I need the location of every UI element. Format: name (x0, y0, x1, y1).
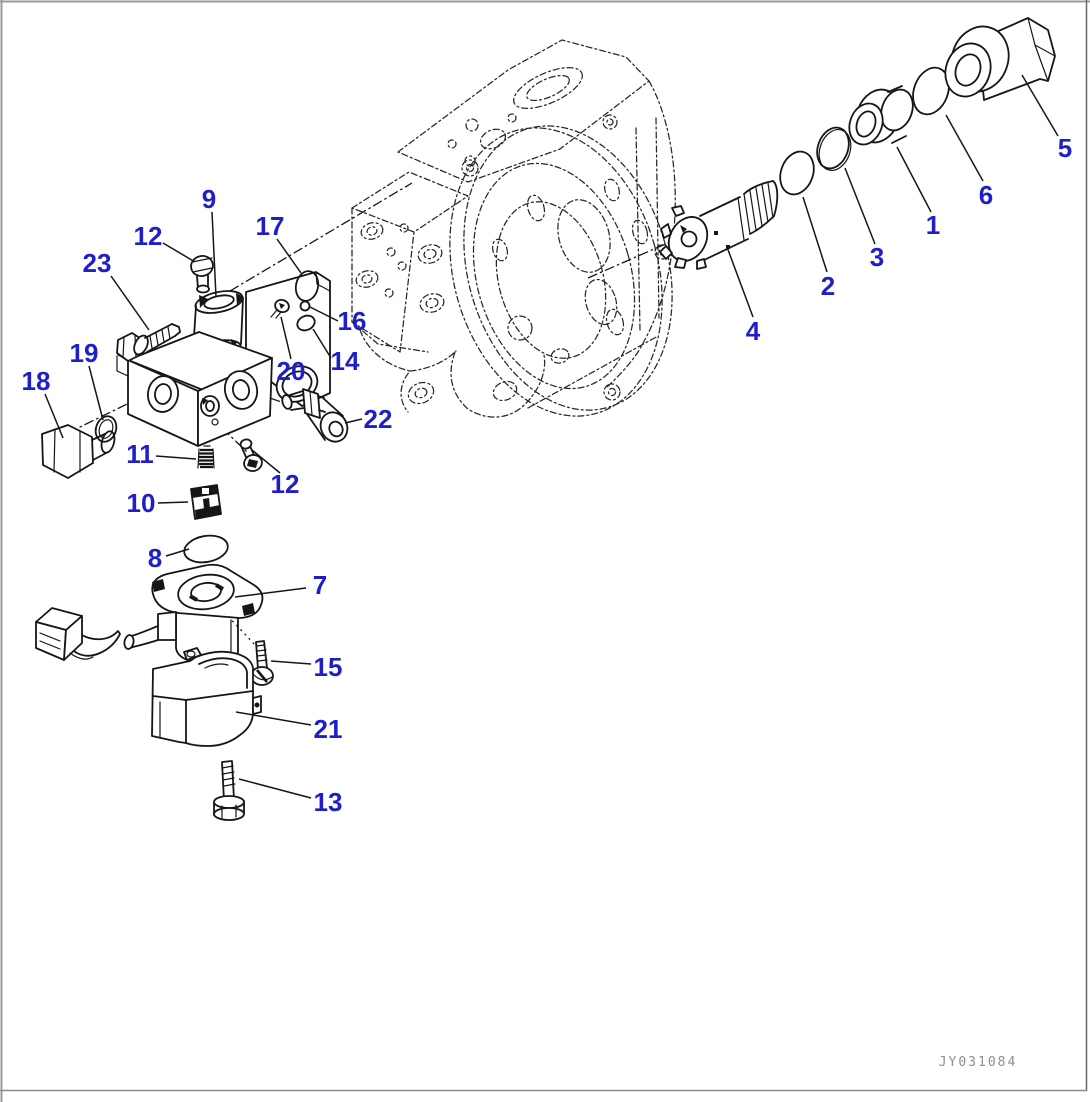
part-7-solenoid-valve (35, 563, 264, 664)
callout-18-part-4: 4 (746, 316, 761, 346)
part-17-o-ring (294, 270, 320, 302)
callout-21-part-1: 1 (926, 210, 940, 240)
leader-line-8-part-18 (44, 393, 64, 439)
part-19-o-ring (94, 415, 118, 443)
callout-16-part-21: 21 (314, 714, 343, 744)
callout-2-part-17: 17 (256, 211, 285, 241)
leader-line-17-part-13 (238, 778, 312, 799)
valve-body (116, 271, 331, 447)
leader-line-21-part-1 (896, 146, 932, 213)
leader-line-15-part-15 (270, 660, 312, 665)
leader-line-20-part-3 (844, 167, 876, 245)
part-23-bolt (116, 323, 181, 362)
part-21-cover (151, 647, 262, 747)
callout-19-part-2: 2 (821, 271, 835, 301)
leader-line-9-part-22 (344, 418, 363, 424)
callout-0-part-12: 12 (134, 221, 163, 251)
part-10-spool (190, 484, 222, 520)
callout-1-part-9: 9 (202, 184, 216, 214)
leader-line-0-part-12 (162, 242, 196, 263)
callout-20-part-3: 3 (870, 242, 884, 272)
drawing-code-stamp: JY031084 (939, 1055, 1018, 1070)
part-18-plug (41, 424, 116, 479)
callout-22-part-6: 6 (979, 180, 993, 210)
callout-17-part-13: 13 (314, 787, 343, 817)
leader-line-5-part-14 (312, 328, 332, 359)
callout-9-part-22: 22 (364, 404, 393, 434)
leader-line-16-part-21 (235, 711, 312, 726)
leader-line-7-part-19 (88, 365, 104, 421)
pump-housing-outline (351, 39, 676, 418)
callout-7-part-19: 19 (70, 338, 99, 368)
part-13-bolt (213, 760, 245, 821)
part-14-o-ring (296, 314, 316, 332)
part-16-backup-ring (299, 300, 311, 312)
leader-line-22-part-6 (945, 114, 984, 182)
part-3-o-ring (816, 126, 852, 171)
leader-line-18-part-4 (726, 246, 754, 318)
part-8-o-ring (183, 534, 229, 564)
part-11-spring (197, 445, 215, 469)
part-5-plug (944, 17, 1056, 101)
part-22-cartridge-valve (281, 388, 349, 443)
leader-line-13-part-8 (165, 548, 190, 557)
callout-10-part-11: 11 (126, 439, 154, 469)
leader-line-11-part-12 (251, 449, 281, 474)
leader-line-1-part-9 (211, 211, 217, 298)
callout-6-part-20: 20 (277, 356, 306, 386)
callout-5-part-14: 14 (331, 346, 360, 376)
leader-line-3-part-23 (110, 275, 150, 331)
part-15-screw (250, 640, 274, 686)
part-20-screw (270, 298, 290, 319)
leader-line-14-part-7 (234, 587, 307, 598)
callout-12-part-10: 10 (127, 488, 156, 518)
leader-line-6-part-20 (280, 316, 292, 360)
leader-line-19-part-2 (802, 196, 828, 273)
callout-14-part-7: 7 (313, 570, 327, 600)
callout-15-part-15: 15 (314, 652, 343, 682)
part-12-screw-bottom (239, 438, 263, 472)
part-2-o-ring (779, 150, 815, 196)
leader-line-12-part-10 (157, 501, 189, 504)
part-12-screw-top (190, 255, 214, 294)
leader-line-2-part-17 (276, 238, 302, 274)
part-6-o-ring (912, 66, 950, 116)
callout-13-part-8: 8 (148, 543, 162, 573)
callout-4-part-16: 16 (338, 306, 367, 336)
callout-23-part-5: 5 (1058, 133, 1072, 163)
leader-line-23-part-5 (1021, 74, 1059, 137)
part-1-bushing (848, 85, 914, 146)
part-4-cartridge (659, 180, 779, 270)
callout-8-part-18: 18 (22, 366, 51, 396)
leader-line-4-part-16 (309, 306, 339, 322)
callout-11-part-12: 12 (271, 469, 300, 499)
callout-3-part-23: 23 (83, 248, 112, 278)
leader-line-10-part-11 (155, 455, 197, 460)
